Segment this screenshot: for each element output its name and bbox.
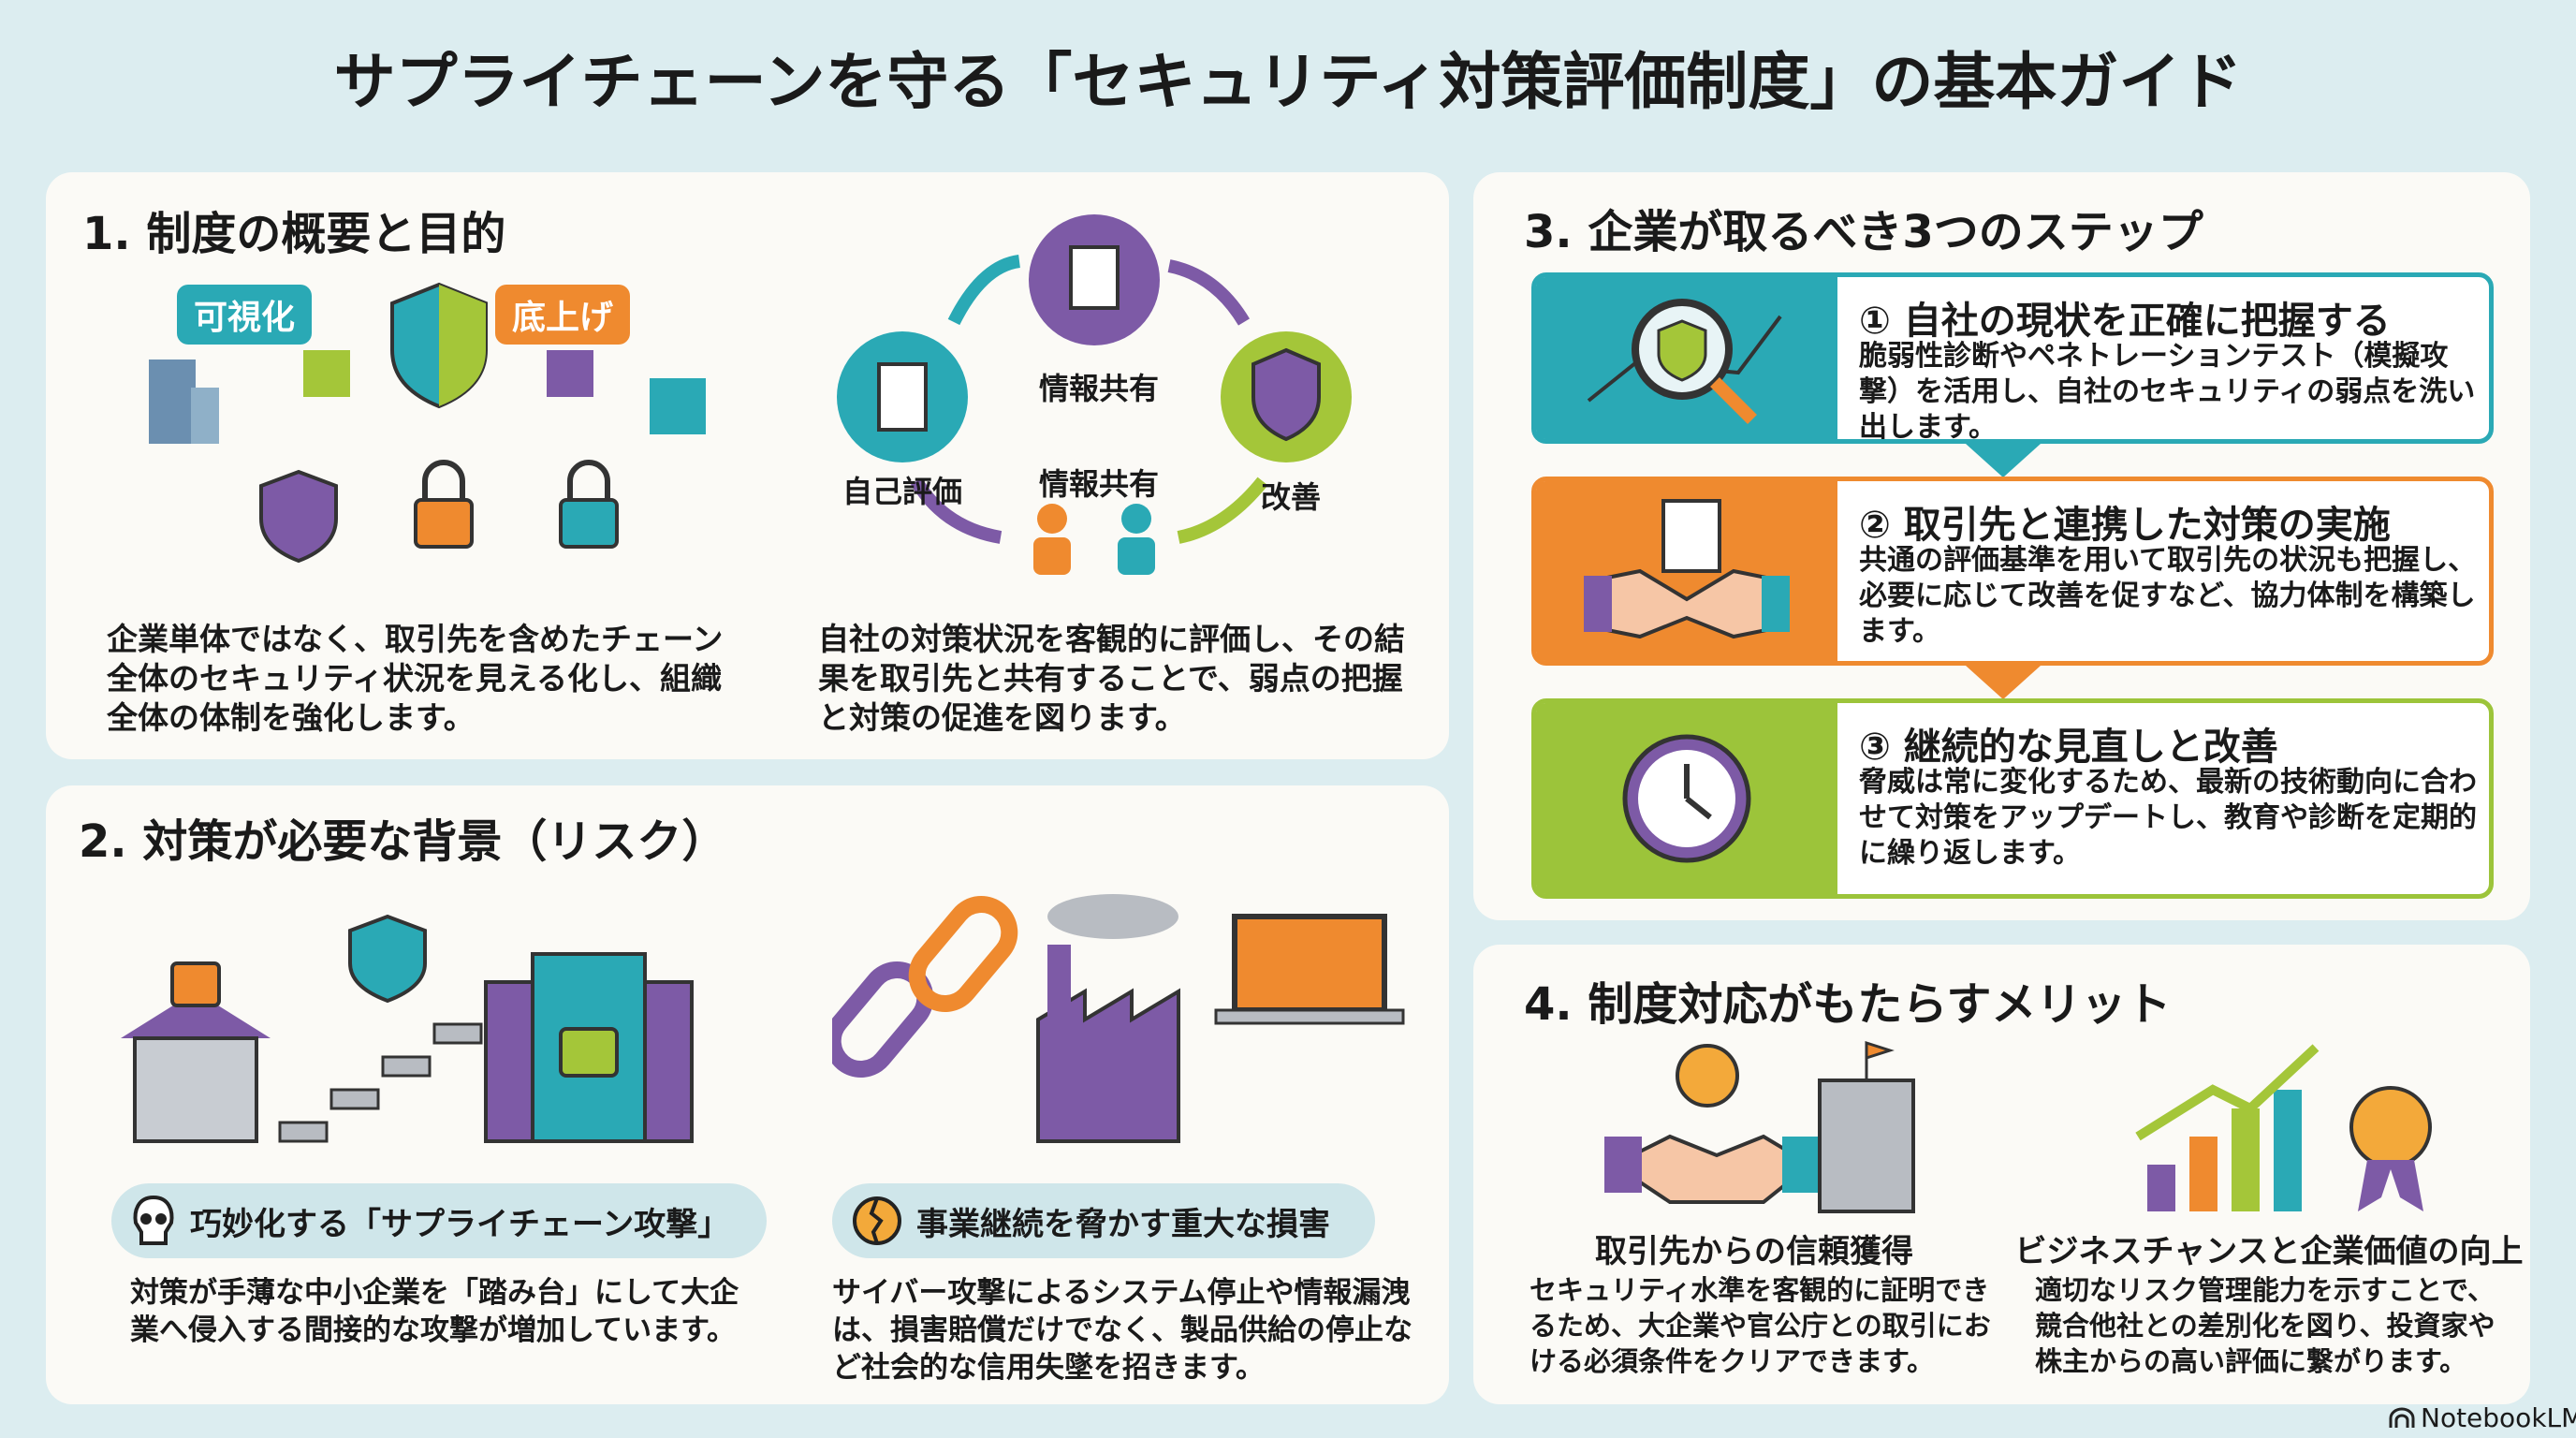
cycle-label-top: 情報共有	[1038, 371, 1159, 406]
merit-title: ビジネスチャンスと企業価値の向上	[2014, 1233, 2524, 1270]
step-arrow-icon	[1966, 444, 2041, 477]
magnifier-shield-icon	[1587, 298, 1782, 424]
purpose-text: 自社の対策状況を客観的に評価し、その結果を取引先と共有することで、弱点の把握と対…	[818, 621, 1405, 736]
clock-icon	[1622, 734, 1751, 863]
merit-title: 取引先からの信頼獲得	[1595, 1233, 1913, 1270]
merit-text: セキュリティ水準を客観的に証明できるため、大企業や官公庁との取引における必須条件…	[1530, 1274, 1991, 1377]
footer-brand: NotebookLM	[2389, 1402, 2576, 1433]
cube-icon	[303, 350, 350, 397]
supply-chain-attack-illustration	[121, 914, 694, 1143]
tag-visibility: 可視化	[177, 285, 313, 345]
step-1: ① 自社の現状を正確に把握する 脆弱性診断やペネトレーションテスト（模擬攻撃）を…	[1531, 272, 2494, 444]
step-title: ③ 継続的な見直しと改善	[1859, 726, 2278, 769]
brand-name: NotebookLM	[2421, 1402, 2576, 1433]
cube-icon	[547, 350, 593, 397]
broken-coin-icon	[853, 1196, 901, 1245]
section-merits: 4. 制度対応がもたらすメリット 取引先からの信頼獲得 セキュリティ水準を客観的…	[1473, 945, 2530, 1404]
broken-laptop-icon	[1214, 914, 1405, 1025]
section-overview: 1. 制度の概要と目的 可視化 底上げ 情報共有 自己評価 改善 情報共有 企業…	[46, 172, 1449, 759]
step-title: ① 自社の現状を正確に把握する	[1859, 300, 2391, 343]
section-risks: 2. 対策が必要な背景（リスク） 巧妙化する「サプライチェーン攻撃」 事業継続を…	[46, 785, 1449, 1404]
padlock-orange-icon	[414, 460, 474, 549]
step-text: 脅威は常に変化するため、最新の技術動向に合わせて対策をアップデートし、教育や診断…	[1859, 766, 2477, 870]
step-text: 脆弱性診断やペネトレーションテスト（模擬攻撃）を活用し、自社のセキュリティの弱点…	[1859, 340, 2476, 444]
step-3: ③ 継続的な見直しと改善 脅威は常に変化するため、最新の技術動向に合わせて対策を…	[1531, 698, 2494, 899]
rosette-star-icon	[2349, 1086, 2432, 1168]
step-text: 共通の評価基準を用いて取引先の状況も把握し、必要に応じて改善を促すなど、協力体制…	[1859, 544, 2477, 648]
section-heading: 3. 企業が取るべき3つのステップ	[1524, 206, 2203, 258]
cycle-arrow	[947, 255, 1021, 326]
office-building-icon	[1818, 1078, 1915, 1213]
section-heading: 4. 制度対応がもたらすメリット	[1524, 978, 2172, 1031]
step-title: ② 取引先と連携した対策の実施	[1859, 504, 2391, 547]
cycle-arrow	[1167, 259, 1251, 326]
security-network-illustration	[149, 282, 706, 564]
section-heading: 2. 対策が必要な背景（リスク）	[79, 815, 727, 868]
risk-badge-supply-chain-attack: 巧妙化する「サプライチェーン攻撃」	[111, 1183, 767, 1258]
cycle-label-left: 自己評価	[842, 474, 962, 509]
broken-chain-icon	[832, 896, 1018, 1078]
cube-icon	[650, 378, 706, 434]
notebooklm-logo-icon	[2389, 1407, 2415, 1428]
small-house-icon	[121, 961, 271, 1143]
large-building-icon	[484, 952, 694, 1143]
skull-icon	[133, 1195, 174, 1245]
cycle-label-center: 情報共有	[1038, 466, 1159, 502]
risk-badge-business-damage: 事業継続を脅かす重大な損害	[832, 1183, 1375, 1258]
cycle-arrow	[910, 477, 1003, 544]
step-arrow-icon	[1966, 666, 2041, 699]
risk-text: 対策が手薄な中小企業を「踏み台」にして大企業へ侵入する間接的な攻撃が増加していま…	[130, 1276, 739, 1347]
building-icon	[149, 360, 219, 444]
tag-raise: 底上げ	[495, 285, 631, 345]
growth-chart-icon	[2135, 1044, 2432, 1211]
factory-icon	[1036, 894, 1180, 1143]
cycle-arrow	[1177, 477, 1268, 544]
shield-lock-icon	[348, 914, 427, 1004]
cycle-label-right: 改善	[1260, 479, 1321, 515]
people-exchange-icon	[1033, 504, 1155, 575]
step-2: ② 取引先と連携した対策の実施 共通の評価基準を用いて取引先の状況も把握し、必要…	[1531, 477, 2494, 666]
overview-text: 企業単体ではなく、取引先を含めたチェーン全体のセキュリティ状況を見える化し、組織…	[107, 621, 724, 736]
damage-illustration	[832, 894, 1405, 1143]
shield-circuit-icon	[259, 469, 338, 564]
award-medal-icon	[1676, 1044, 1739, 1108]
risk-text: サイバー攻撃によるシステム停止や情報漏洩は、損害賠償だけでなく、製品供給の停止な…	[832, 1276, 1412, 1385]
page-title: サプライチェーンを守る「セキュリティ対策評価制度」の基本ガイド	[333, 46, 2243, 118]
open-padlock-icon	[170, 961, 221, 1007]
risk-title: 巧妙化する「サプライチェーン攻撃」	[190, 1205, 730, 1243]
section-heading: 1. 制度の概要と目的	[82, 208, 506, 260]
merit-text: 適切なリスク管理能力を示すことで、競合他社との差別化を図り、投資家や株主からの高…	[2035, 1274, 2496, 1377]
padlock-teal-icon	[559, 460, 619, 549]
risk-title: 事業継続を脅かす重大な損害	[916, 1205, 1330, 1243]
stepping-stones	[278, 1022, 483, 1143]
trust-handshake-building-icon	[1604, 1040, 1915, 1213]
cycle-diagram	[837, 214, 1352, 575]
handshake-clipboard-icon	[1584, 499, 1790, 639]
